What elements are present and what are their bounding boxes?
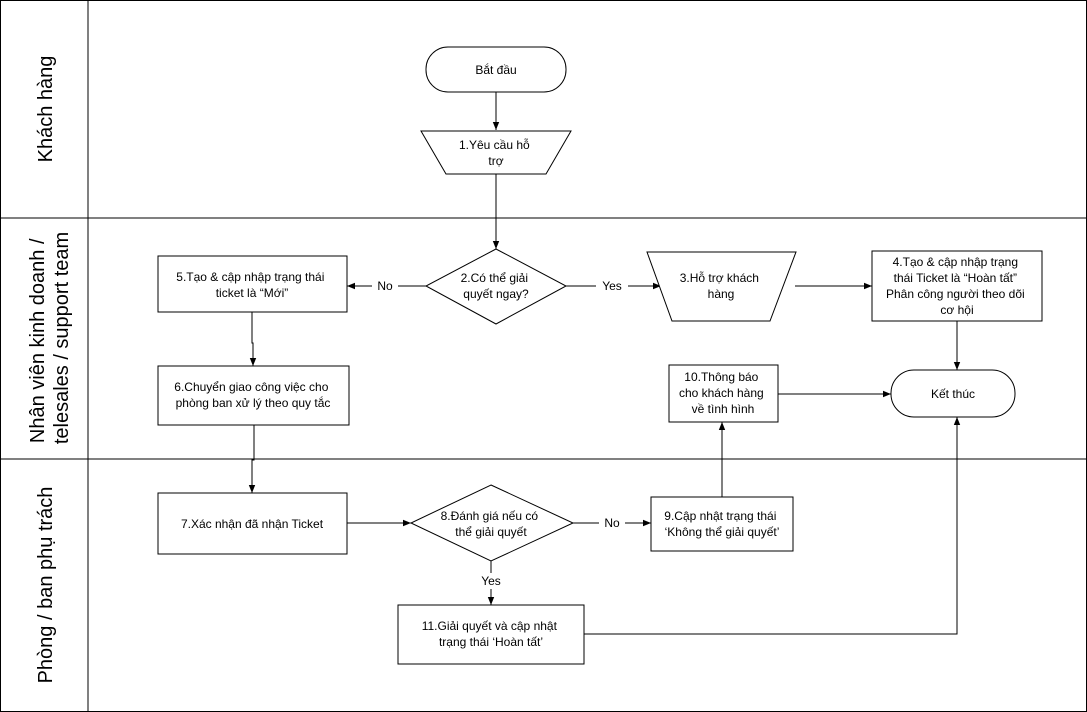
step-2-label: 2.Có thể giải quyết ngay?: [461, 271, 532, 301]
step-10-label: 10.Thông báo cho khách hàng về tình hình: [679, 370, 767, 416]
step-6-label: 6.Chuyển giao công việc cho phòng ban xử…: [174, 380, 331, 410]
edge-label-yes-n2-n3: Yes: [602, 279, 622, 293]
step-6-transfer-work: 6.Chuyển giao công việc cho phòng ban xử…: [157, 365, 350, 426]
step-11-resolve-complete: 11.Giải quyết và cập nhật trạng thái ‘Ho…: [397, 604, 585, 665]
step-9-cannot-resolve: 9.Cập nhật trạng thái ‘Không thể giải qu…: [650, 496, 794, 552]
edge-label-bg-no-1: [372, 278, 398, 294]
step-8-label: 8.Đánh giá nếu có thể giải quyết: [441, 509, 542, 539]
step-10-notify-customer: 10.Thông báo cho khách hàng về tình hình: [668, 364, 779, 423]
start-shape: [425, 46, 567, 93]
edges: No Yes No Yes: [248, 92, 961, 635]
edge-label-no-n2-n5: No: [377, 279, 393, 293]
step-5-ticket-new: 5.Tạo & cập nhập trạng thái ticket là “M…: [157, 255, 348, 313]
edge-n5-n6: [249, 312, 257, 366]
step-2-shape: [424, 248, 568, 325]
start-label: Bắt đầu: [475, 62, 516, 77]
step-4-label: 4.Tạo & cập nhập trạng thái Ticket là “H…: [886, 255, 1028, 317]
step-5-shape: [157, 255, 348, 313]
step-8-decision: 8.Đánh giá nếu có thể giải quyết: [409, 484, 575, 562]
end-shape: [890, 369, 1016, 418]
step-1-shape: [420, 130, 572, 175]
step-7-confirm-ticket: 7.Xác nhận đã nhận Ticket: [157, 492, 348, 555]
step-3-support-customer: 3.Hỗ trợ khách hàng: [646, 251, 797, 322]
start-terminator: Bắt đầu: [425, 46, 567, 93]
step-8-shape: [409, 484, 575, 562]
nodes: Bắt đầu 1.Yêu cầu hỗ trợ 2.Có thể giải q…: [157, 46, 1043, 665]
edge-label-no-n8-n9: No: [604, 516, 620, 530]
step-4-shape: [871, 250, 1043, 322]
step-1-label: 1.Yêu cầu hỗ trợ: [459, 137, 533, 168]
step-5-label: 5.Tạo & cập nhập trạng thái ticket là “M…: [176, 270, 327, 300]
step-2-decision: 2.Có thể giải quyết ngay?: [424, 248, 568, 325]
edge-label-yes-n8-n11: Yes: [481, 574, 501, 588]
step-3-label: 3.Hỗ trợ khách hàng: [680, 270, 763, 301]
edge-label-bg-no-2: [599, 515, 625, 531]
lane-label-customer: Khách hàng: [35, 56, 57, 163]
step-1-request-support: 1.Yêu cầu hỗ trợ: [420, 130, 572, 175]
edge-n6-n7: [248, 425, 256, 493]
step-11-shape: [397, 604, 585, 665]
edge-label-bg-yes-1: [596, 278, 628, 294]
step-7-label: 7.Xác nhận đã nhận Ticket: [181, 517, 324, 531]
step-11-label: 11.Giải quyết và cập nhật trạng thái ‘Ho…: [422, 619, 561, 649]
step-3-shape: [646, 251, 797, 322]
lane-label-sales: Nhân viên kinh doanh / telesales / suppo…: [27, 232, 73, 444]
edge-n11-end: [584, 417, 961, 635]
edge-label-bg-yes-2: [476, 573, 506, 589]
step-9-label: 9.Cập nhật trạng thái ‘Không thể giải qu…: [664, 509, 779, 539]
end-label: Kết thúc: [931, 387, 975, 401]
step-4-ticket-complete: 4.Tạo & cập nhập trạng thái Ticket là “H…: [871, 250, 1043, 322]
lane-label-dept: Phòng / ban phụ trách: [35, 487, 57, 684]
step-9-shape: [650, 496, 794, 552]
step-6-shape: [157, 365, 350, 426]
step-10-shape: [668, 364, 779, 423]
step-7-shape: [157, 492, 348, 555]
end-terminator: Kết thúc: [890, 369, 1016, 418]
